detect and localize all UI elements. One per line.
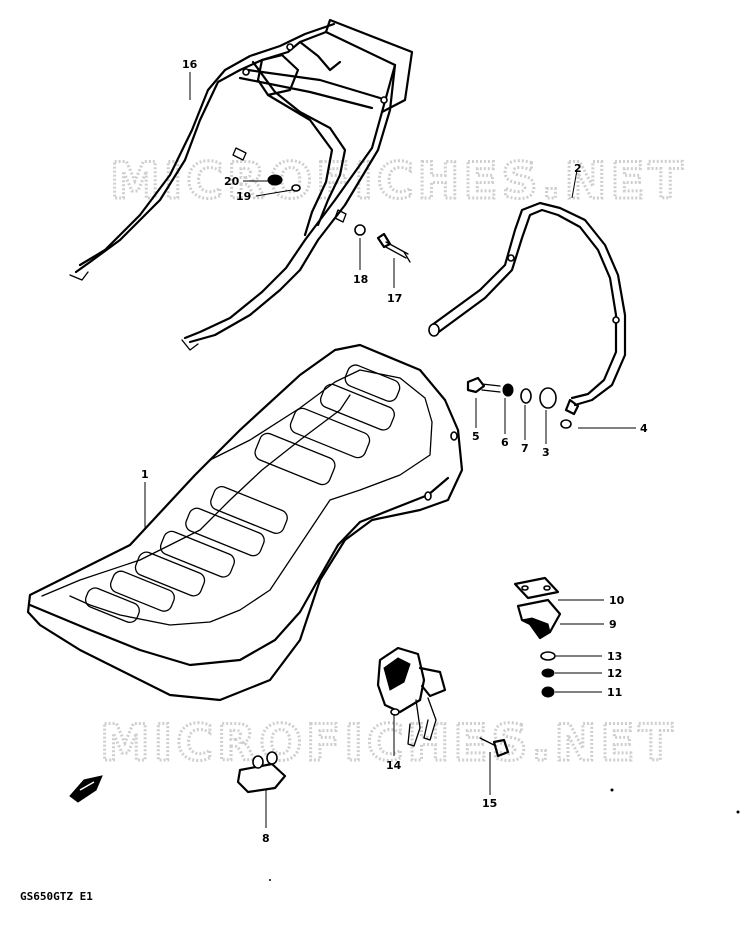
model-code: GS650GTZ E1 [20,890,93,903]
label-9: 9 [609,618,617,631]
seat-lock-drawing [376,646,447,747]
seat-rear-panels [254,364,401,486]
label-2: 2 [574,162,582,175]
watermark-bottom: MICROFICHES.NET [100,714,677,772]
grab-rail-fasteners-drawing [466,376,572,429]
front-direction-arrow-icon [69,775,103,803]
label-5: 5 [472,430,480,443]
label-20: 20 [224,175,240,188]
label-15: 15 [482,797,497,810]
label-13: 13 [607,650,622,663]
label-19: 19 [236,190,251,203]
label-3: 3 [542,446,550,459]
label-4: 4 [640,422,648,435]
watermark-top: MICROFICHES.NET [110,152,687,210]
leader-lines [144,72,636,828]
seat-bracket-drawing [513,576,562,640]
part-number-labels: 16 2 20 19 18 17 4 5 6 7 3 1 10 9 13 12 … [141,58,648,845]
label-8: 8 [262,832,270,845]
label-17: 17 [387,292,402,305]
label-16: 16 [182,58,198,71]
damper-drawing [236,751,287,794]
label-12: 12 [607,667,622,680]
label-14: 14 [386,759,402,772]
seat-drawing [26,343,464,702]
label-1: 1 [141,468,149,481]
rear-carrier-drawing [69,18,414,351]
label-7: 7 [521,442,529,455]
small-hardware-drawing [540,651,556,698]
label-18: 18 [353,273,368,286]
label-6: 6 [501,436,509,449]
washer-bolt-drawing [354,224,411,263]
screw-drawing [479,737,510,758]
label-11: 11 [607,686,622,699]
seat-front-panels [84,486,288,623]
grab-rail-drawing [428,201,627,416]
nut-washer-drawing [267,174,301,192]
label-10: 10 [609,594,625,607]
